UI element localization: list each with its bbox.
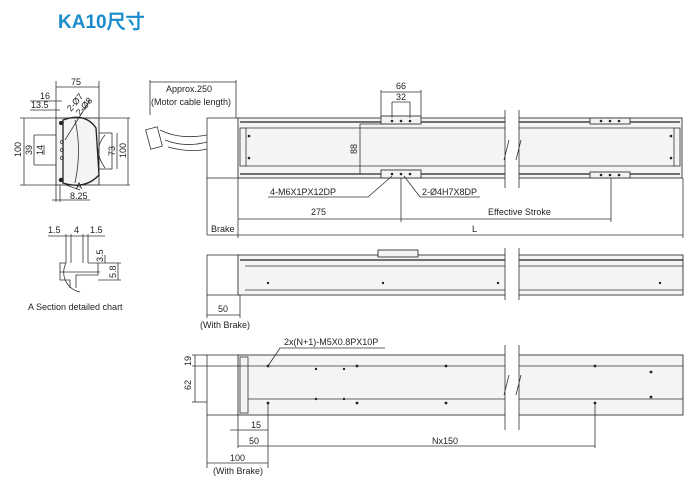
dim-62: 62 [183, 380, 193, 390]
dim-4: 4 [74, 225, 79, 235]
end-view: 75 16 13.5 2-Ø7 2-Ø8 100 39 14 73 100 A … [13, 77, 130, 202]
page-title: KA10尺寸 [58, 10, 145, 33]
dim-50-side: 50 [218, 304, 228, 314]
dim-15: 15 [251, 420, 261, 430]
brake-label: Brake [211, 224, 235, 234]
dim-1-5-right: 1.5 [90, 225, 103, 235]
length-l-label: L [472, 224, 477, 234]
dim-32: 32 [396, 92, 406, 102]
dim-1-5-left: 1.5 [48, 225, 61, 235]
section-mark-a: A [76, 181, 82, 191]
bottom-view: 2x(N+1)-M5X0.8PX10P 19 62 15 50 Nx150 10… [183, 337, 684, 476]
dim-50-bottom: 50 [249, 436, 259, 446]
dim-275: 275 [311, 207, 326, 217]
dim-19: 19 [183, 356, 193, 366]
side-view: 50 (With Brake) [200, 248, 684, 330]
with-brake-side: (With Brake) [200, 320, 250, 330]
pitch-label: Nx150 [432, 436, 458, 446]
dim-66: 66 [396, 81, 406, 91]
top-view: Approx.250 (Motor cable length) 66 32 88 [145, 80, 684, 238]
dim-39: 39 [24, 145, 34, 155]
effective-stroke-label: Effective Stroke [488, 207, 551, 217]
dim-13-5: 13.5 [31, 100, 49, 110]
with-brake-bottom: (With Brake) [213, 466, 263, 476]
cable-note: (Motor cable length) [151, 97, 231, 107]
dim-88: 88 [349, 144, 359, 154]
dim-5-8: 5.8 [108, 265, 118, 278]
dim-75: 75 [71, 77, 81, 87]
dim-14: 14 [35, 145, 45, 155]
dim-16: 16 [40, 91, 50, 101]
section-caption: A Section detailed chart [28, 302, 123, 312]
dim-8-25: 8.25 [70, 191, 88, 201]
hole-note: 2x(N+1)-M5X0.8PX10P [284, 337, 378, 347]
dim-73: 73 [107, 146, 117, 156]
pin-note: 2-Ø4H7X8DP [422, 187, 477, 197]
dim-100-left: 100 [13, 142, 23, 157]
cable-length-label: Approx.250 [166, 84, 212, 94]
dim-100-bottom: 100 [230, 453, 245, 463]
tap-note: 4-M6X1PX12DP [270, 187, 336, 197]
dim-3-5: 3.5 [95, 249, 105, 262]
section-detail: 1.5 4 1.5 3.5 5.8 A Section detailed cha… [28, 225, 123, 312]
dim-100-right: 100 [118, 143, 128, 158]
